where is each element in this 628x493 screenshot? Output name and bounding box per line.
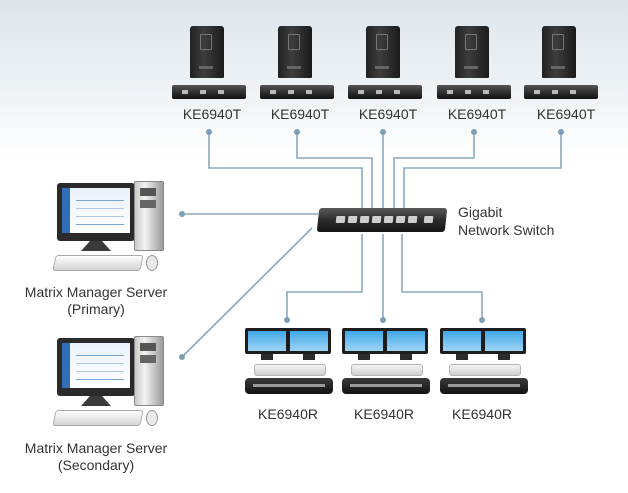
receiver-label: KE6940R bbox=[452, 406, 512, 422]
kvm-receiver-icon bbox=[342, 378, 430, 394]
server-label: Matrix Manager Server (Primary) bbox=[0, 284, 196, 318]
monitor-icon bbox=[440, 328, 484, 360]
keyboard-icon bbox=[52, 410, 144, 426]
monitor-icon bbox=[287, 328, 331, 360]
network-switch-icon bbox=[316, 208, 448, 232]
monitor-icon bbox=[245, 328, 289, 360]
keyboard-icon bbox=[351, 364, 423, 376]
keyboard-icon bbox=[449, 364, 521, 376]
cable-rx-1 bbox=[286, 234, 363, 320]
cable-server-secondary bbox=[181, 227, 313, 358]
mouse-icon bbox=[146, 410, 158, 426]
server-label-line2: (Secondary) bbox=[57, 457, 135, 473]
cable-tx-1 bbox=[208, 130, 363, 208]
server-tower-icon bbox=[134, 181, 164, 251]
switch-label-line1: Gigabit bbox=[458, 204, 503, 220]
kvm-transmitter-icon bbox=[172, 85, 246, 99]
keyboard-icon bbox=[254, 364, 326, 376]
workstation-monitor-icon bbox=[57, 338, 135, 396]
monitor-icon bbox=[342, 328, 386, 360]
mouse-icon bbox=[146, 255, 158, 271]
server-label-line2: (Primary) bbox=[67, 301, 125, 317]
server-label-line1: Matrix Manager Server bbox=[24, 440, 168, 456]
cable-tx-2 bbox=[296, 130, 373, 208]
kvm-transmitter-icon bbox=[524, 85, 598, 99]
receiver-label: KE6940R bbox=[258, 406, 318, 422]
transmitter-label: KE6940T bbox=[447, 106, 507, 122]
transmitter-label: KE6940T bbox=[358, 106, 418, 122]
transmitter-label: KE6940T bbox=[270, 106, 330, 122]
server-label-line1: Matrix Manager Server bbox=[24, 284, 168, 300]
transmitter-label: KE6940T bbox=[536, 106, 596, 122]
transmitter-label: KE6940T bbox=[182, 106, 242, 122]
server-label: Matrix Manager Server (Secondary) bbox=[0, 440, 196, 474]
computer-tower-icon bbox=[542, 26, 576, 78]
computer-tower-icon bbox=[278, 26, 312, 78]
background-gradient bbox=[0, 0, 628, 160]
monitor-icon bbox=[384, 328, 428, 360]
server-tower-icon bbox=[134, 336, 164, 406]
kvm-transmitter-icon bbox=[260, 85, 334, 99]
cable-tx-5 bbox=[403, 130, 562, 208]
computer-tower-icon bbox=[455, 26, 489, 78]
cable-rx-3 bbox=[401, 234, 483, 320]
workstation-monitor-icon bbox=[57, 183, 135, 241]
switch-label-line2: Network Switch bbox=[458, 222, 555, 238]
cable-tx-4 bbox=[393, 130, 475, 208]
kvm-receiver-icon bbox=[245, 378, 333, 394]
receiver-label: KE6940R bbox=[354, 406, 414, 422]
keyboard-icon bbox=[52, 255, 144, 271]
switch-label: Gigabit Network Switch bbox=[458, 203, 554, 239]
kvm-transmitter-icon bbox=[348, 85, 422, 99]
monitor-stand bbox=[81, 241, 111, 251]
kvm-transmitter-icon bbox=[437, 85, 511, 99]
monitor-icon bbox=[482, 328, 526, 360]
kvm-receiver-icon bbox=[440, 378, 528, 394]
computer-tower-icon bbox=[190, 26, 224, 78]
monitor-stand bbox=[81, 396, 111, 406]
computer-tower-icon bbox=[366, 26, 400, 78]
